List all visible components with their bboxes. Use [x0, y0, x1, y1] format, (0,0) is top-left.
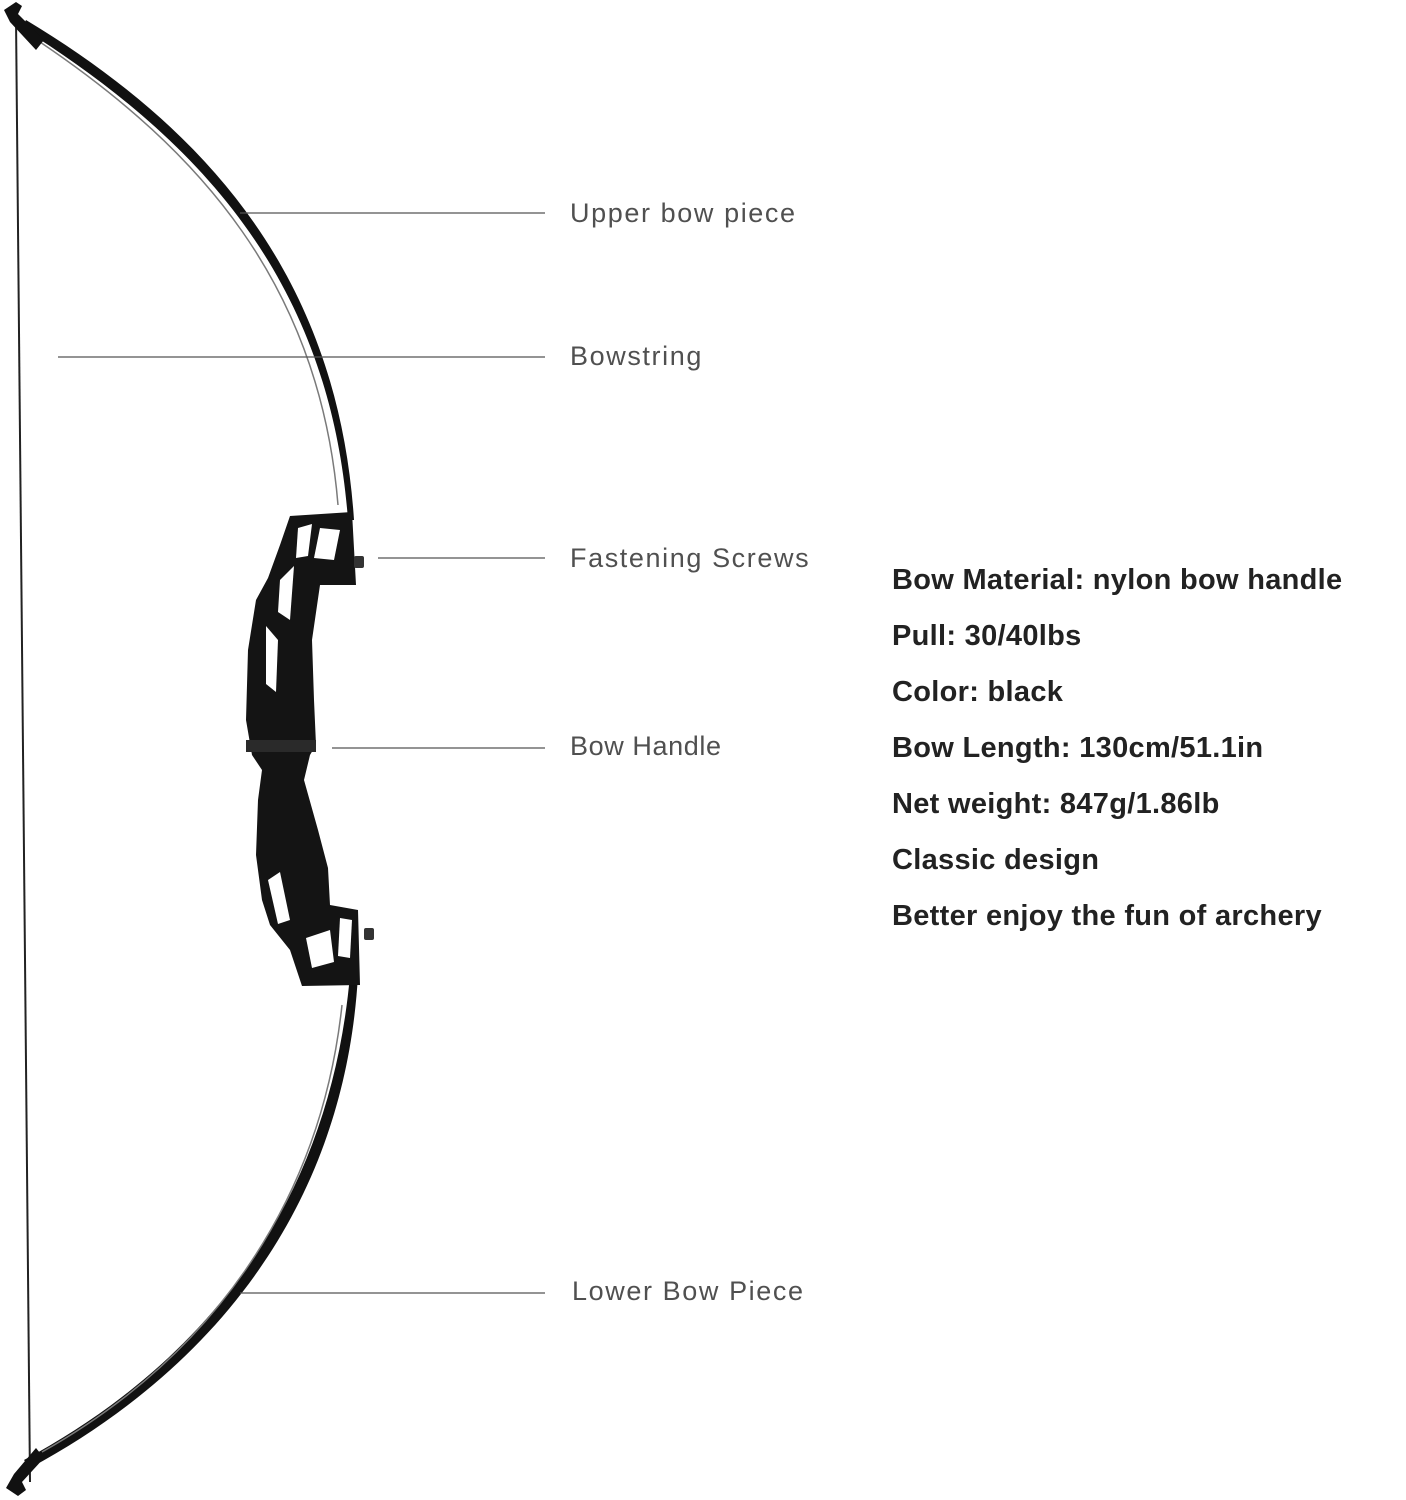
riser-cutout: [314, 528, 340, 560]
upper-limb-tip: [4, 2, 44, 50]
upper-limb: [22, 20, 354, 520]
bowstring-label: Bowstring: [570, 341, 703, 371]
spec-design: Classic design: [892, 844, 1100, 876]
lower-limb-highlight: [41, 1004, 343, 1453]
spec-color: Color: black: [892, 676, 1064, 708]
lower-limb-tip: [6, 1448, 44, 1496]
riser-cutout: [296, 524, 312, 558]
lower-limb: [24, 975, 358, 1468]
upper-limb-highlight: [39, 41, 339, 506]
upper-fastening-screw: [354, 556, 364, 568]
spec-length: Bow Length: 130cm/51.1in: [892, 732, 1264, 764]
riser-cutout: [306, 930, 334, 968]
fastening-screws-label: Fastening Screws: [570, 543, 811, 573]
upper-bow-piece-label: Upper bow piece: [570, 198, 797, 228]
spec-tagline: Better enjoy the fun of archery: [892, 900, 1322, 932]
spec-pull: Pull: 30/40lbs: [892, 620, 1082, 652]
grip-joint: [246, 740, 316, 752]
riser-cutout: [266, 626, 278, 692]
riser-cutout: [268, 872, 290, 924]
bow-handle: [246, 512, 360, 986]
spec-material: Bow Material: nylon bow handle: [892, 564, 1343, 596]
lower-bow-piece-label: Lower Bow Piece: [572, 1276, 805, 1306]
riser-cutout: [338, 918, 352, 958]
riser-cutout: [278, 566, 294, 620]
bow-handle-label: Bow Handle: [570, 731, 722, 761]
spec-weight: Net weight: 847g/1.86lb: [892, 788, 1220, 820]
bowstring: [15, 17, 31, 1483]
lower-fastening-screw: [364, 928, 374, 940]
